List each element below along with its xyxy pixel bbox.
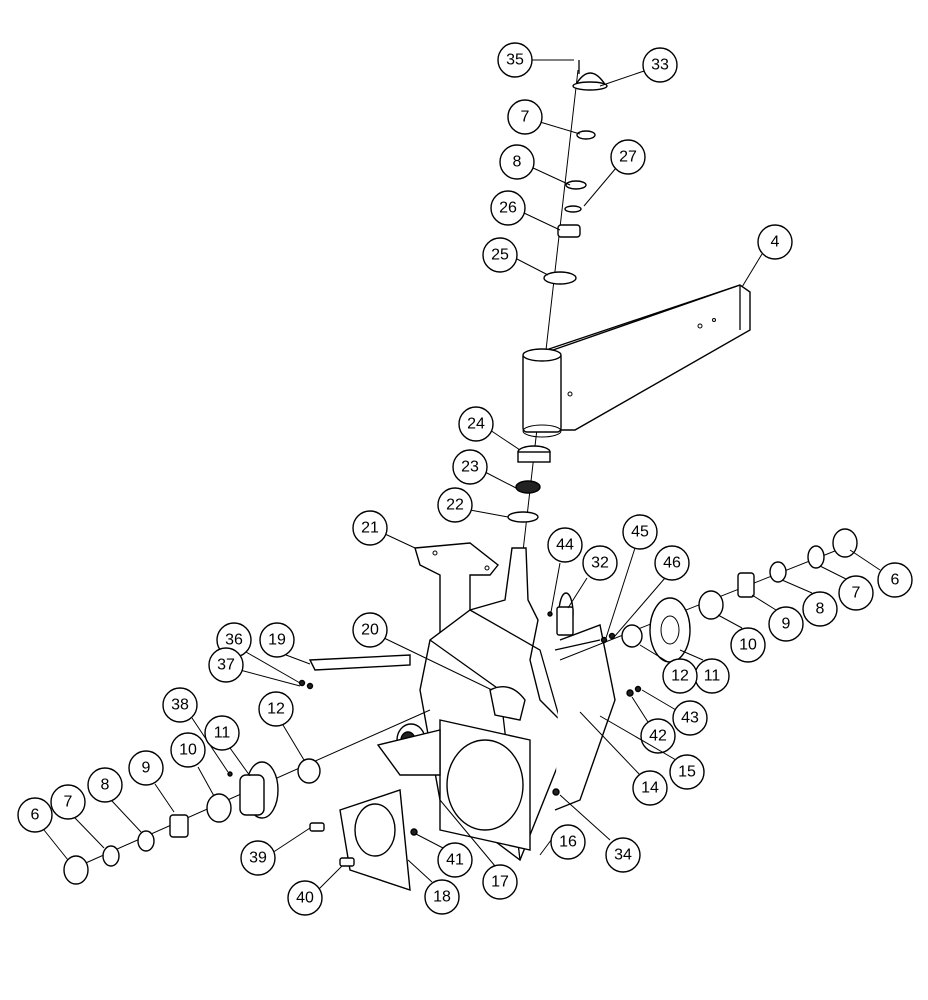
callout-17: 17 xyxy=(439,799,518,900)
callout-24: 24 xyxy=(458,406,521,451)
callout-12-left: 12 xyxy=(258,691,305,761)
callout-9-right: 9 xyxy=(751,594,804,642)
callout-34: 34 xyxy=(559,794,641,873)
callout-20: 20 xyxy=(352,612,493,691)
svg-text:11: 11 xyxy=(214,725,231,742)
kingpin-stack xyxy=(521,60,608,561)
callout-40: 40 xyxy=(287,865,343,916)
svg-text:10: 10 xyxy=(739,637,757,654)
svg-text:9: 9 xyxy=(782,616,791,633)
svg-text:7: 7 xyxy=(521,109,530,126)
callout-25: 25 xyxy=(482,237,549,276)
callout-46: 46 xyxy=(614,545,690,637)
callout-8-top: 8 xyxy=(499,144,571,186)
callout-39: 39 xyxy=(240,827,311,876)
svg-text:21: 21 xyxy=(361,520,379,537)
svg-text:19: 19 xyxy=(268,632,286,649)
svg-text:42: 42 xyxy=(649,728,667,745)
callout-38: 38 xyxy=(162,687,229,773)
callout-44: 44 xyxy=(547,527,583,613)
mount-plate xyxy=(309,729,441,892)
svg-text:4: 4 xyxy=(771,234,780,251)
svg-text:8: 8 xyxy=(101,777,110,794)
callout-32: 32 xyxy=(567,545,618,609)
svg-text:16: 16 xyxy=(559,834,577,851)
callout-35: 35 xyxy=(497,42,574,78)
svg-text:12: 12 xyxy=(671,668,689,685)
svg-text:7: 7 xyxy=(64,794,73,811)
svg-text:23: 23 xyxy=(461,459,479,476)
callout-11-left: 11 xyxy=(204,715,251,777)
callout-26: 26 xyxy=(490,190,561,231)
callout-33: 33 xyxy=(599,47,678,87)
svg-text:33: 33 xyxy=(651,57,669,74)
svg-text:6: 6 xyxy=(891,572,900,589)
callout-4: 4 xyxy=(741,224,793,288)
callout-22: 22 xyxy=(437,487,509,523)
callout-45: 45 xyxy=(605,514,658,639)
callout-10-right: 10 xyxy=(717,614,766,663)
lower-bearing-stack xyxy=(507,445,551,523)
callout-41: 41 xyxy=(415,833,473,878)
svg-text:45: 45 xyxy=(631,524,649,541)
callout-8-left: 8 xyxy=(87,767,142,833)
callout-19: 19 xyxy=(259,622,311,665)
callout-43: 43 xyxy=(641,689,708,736)
svg-text:43: 43 xyxy=(681,710,699,727)
callout-37: 37 xyxy=(208,647,301,687)
svg-text:20: 20 xyxy=(361,622,379,639)
svg-text:37: 37 xyxy=(217,657,235,674)
callout-14: 14 xyxy=(579,711,668,806)
svg-text:10: 10 xyxy=(179,742,197,759)
linkage-arm xyxy=(298,654,411,690)
callout-21: 21 xyxy=(352,510,416,549)
svg-text:36: 36 xyxy=(225,632,243,649)
left-hub-stack xyxy=(63,709,431,885)
callout-7-right: 7 xyxy=(819,565,874,611)
svg-text:41: 41 xyxy=(446,852,464,869)
svg-text:32: 32 xyxy=(591,555,609,572)
svg-text:11: 11 xyxy=(704,668,721,685)
steering-arm xyxy=(522,284,751,438)
callout-16: 16 xyxy=(539,824,586,860)
svg-text:9: 9 xyxy=(142,760,151,777)
callout-27: 27 xyxy=(583,139,646,207)
svg-text:6: 6 xyxy=(31,807,40,824)
callout-15: 15 xyxy=(599,715,705,790)
svg-text:12: 12 xyxy=(267,701,285,718)
svg-text:17: 17 xyxy=(491,874,509,891)
callout-10-left: 10 xyxy=(170,732,215,797)
callout-7-left: 7 xyxy=(50,784,105,849)
callout-9-left: 9 xyxy=(128,750,175,813)
svg-text:18: 18 xyxy=(433,889,451,906)
callout-18: 18 xyxy=(407,859,460,915)
svg-text:39: 39 xyxy=(249,850,267,867)
svg-text:40: 40 xyxy=(296,890,314,907)
small-parts xyxy=(547,606,574,796)
svg-text:35: 35 xyxy=(506,52,524,69)
callout-8-right: 8 xyxy=(781,579,838,627)
svg-text:26: 26 xyxy=(499,200,517,217)
svg-text:14: 14 xyxy=(641,780,659,797)
svg-text:15: 15 xyxy=(678,764,696,781)
callout-12-right: 12 xyxy=(639,644,698,694)
svg-text:27: 27 xyxy=(619,149,637,166)
svg-text:8: 8 xyxy=(513,154,522,171)
callout-23: 23 xyxy=(452,449,517,489)
svg-text:8: 8 xyxy=(816,601,825,618)
svg-text:22: 22 xyxy=(446,497,464,514)
svg-text:44: 44 xyxy=(556,537,574,554)
svg-text:7: 7 xyxy=(852,585,861,602)
svg-text:34: 34 xyxy=(614,847,632,864)
callout-11-right: 11 xyxy=(679,649,730,694)
bracket xyxy=(414,542,499,641)
callout-6-left: 6 xyxy=(17,797,69,861)
svg-text:24: 24 xyxy=(467,416,485,433)
svg-text:46: 46 xyxy=(663,555,681,572)
svg-text:38: 38 xyxy=(171,697,189,714)
callout-7-top: 7 xyxy=(507,99,581,135)
svg-text:25: 25 xyxy=(491,247,509,264)
callout-6-right: 6 xyxy=(849,549,913,598)
